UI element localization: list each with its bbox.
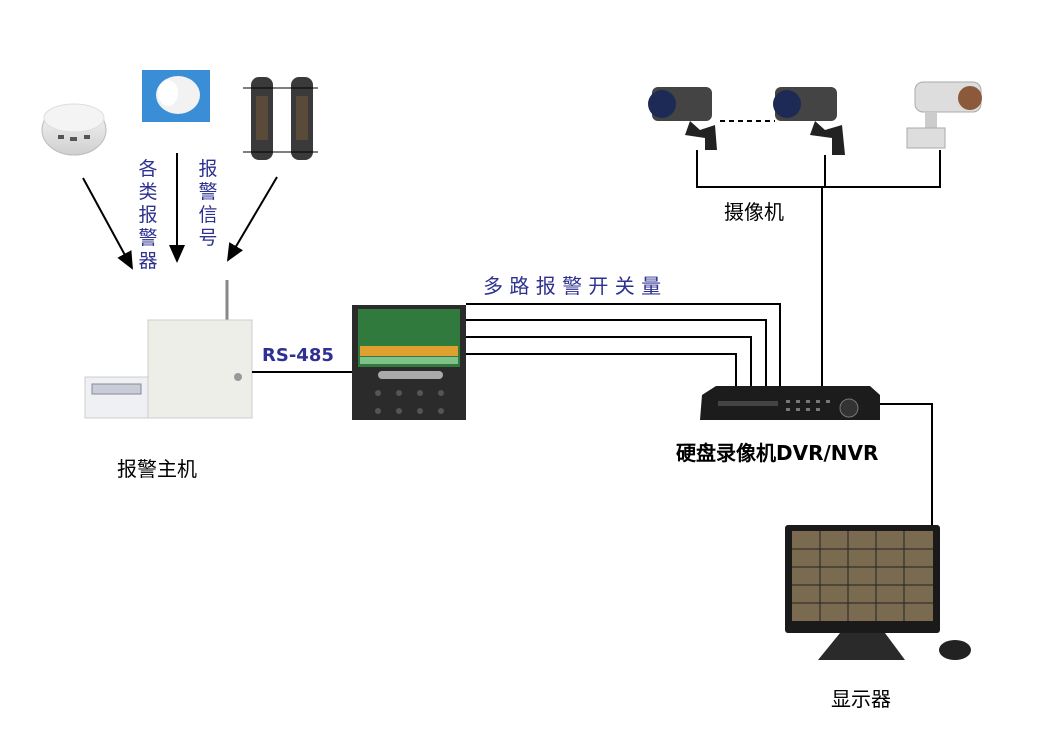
alarm-host-icon	[84, 280, 253, 419]
smoke-detector-icon	[41, 103, 107, 156]
monitor-icon	[785, 525, 971, 660]
multi-switch-label: 多 路 报 警 开 关 量	[483, 274, 662, 298]
signal-arrow	[226, 176, 278, 262]
rs485-label: RS-485	[262, 345, 334, 366]
infrared-beam-detector-icon	[243, 77, 318, 160]
signal-label: 报警信号	[198, 158, 218, 249]
bullet-camera-icon	[648, 87, 717, 150]
sound-detector-icon	[142, 70, 210, 122]
relay-board-icon	[352, 305, 466, 420]
box-camera-icon	[906, 81, 982, 149]
monitor-cable	[880, 403, 933, 527]
signal-arrow	[82, 177, 133, 270]
alarm-switch-lines	[466, 303, 781, 388]
detectors-label: 各类报警器	[138, 158, 158, 272]
dvr-icon	[700, 386, 880, 420]
cameras-label: 摄像机	[724, 200, 784, 224]
alarm-host-label: 报警主机	[117, 457, 197, 481]
dvr-label: 硬盘录像机DVR/NVR	[676, 441, 879, 465]
monitor-label: 显示器	[831, 687, 891, 711]
bullet-camera-icon	[773, 87, 845, 155]
camera-bus-lines	[696, 150, 941, 388]
